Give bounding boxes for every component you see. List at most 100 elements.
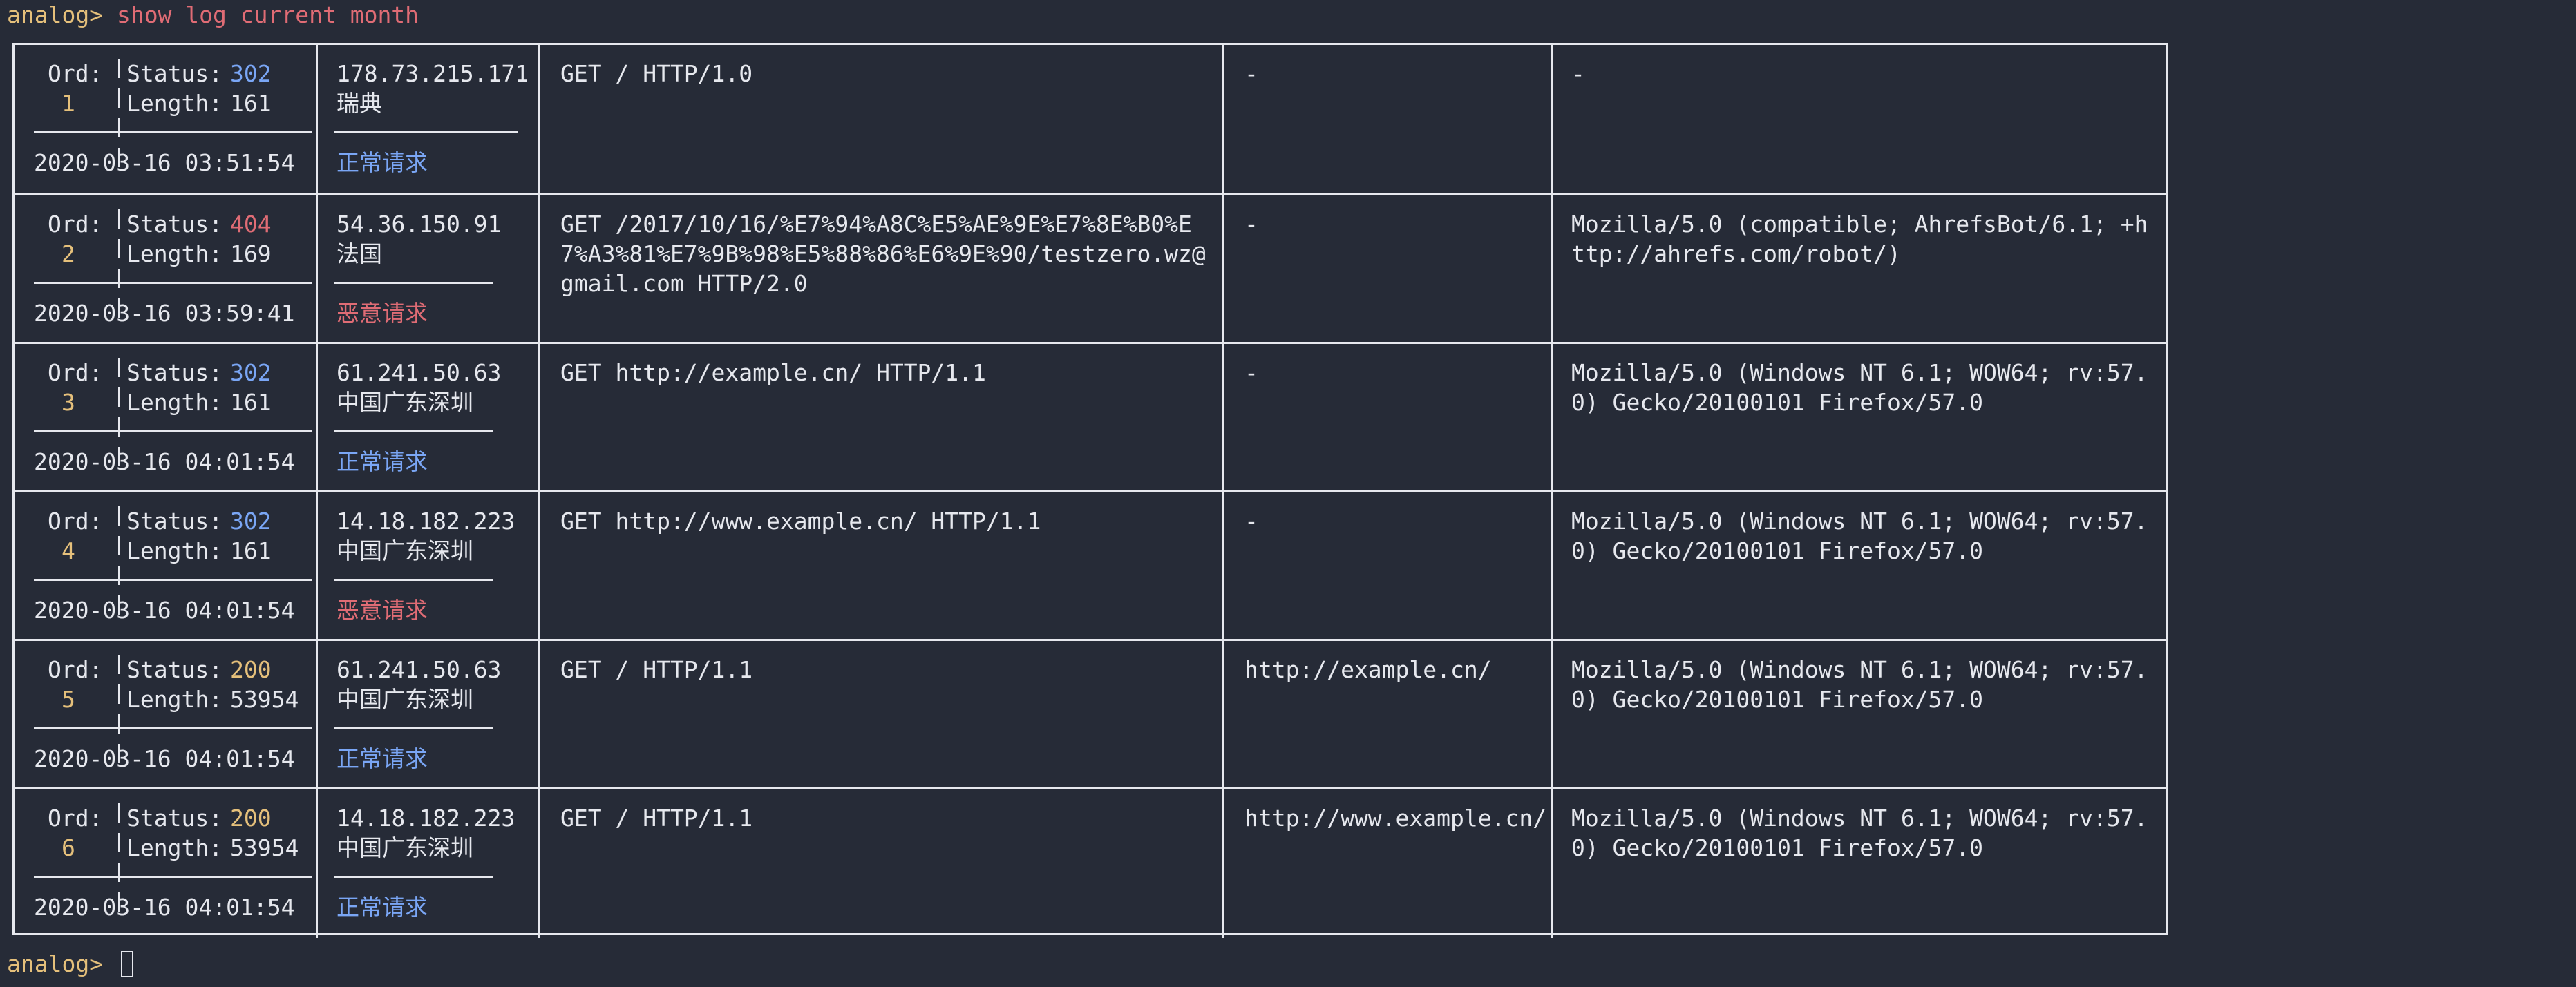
request-tag: 正常请求: [337, 149, 428, 176]
length-value: 53954: [230, 686, 299, 713]
column-divider: [316, 344, 318, 492]
length-label: Length:: [126, 686, 223, 713]
command-text: show log current month: [116, 1, 419, 28]
timestamp: 2020-03-16 04:01:54: [34, 894, 295, 921]
status-label: Status:: [126, 508, 223, 535]
geo-location: 法国: [337, 240, 382, 267]
column-divider: [538, 789, 540, 938]
referer: -: [1244, 211, 1258, 238]
user-agent: Mozilla/5.0 (Windows NT 6.1; WOW64; rv:5…: [1571, 805, 2148, 861]
ip-address: 61.241.50.63: [337, 359, 502, 386]
user-agent: Mozilla/5.0 (Windows NT 6.1; WOW64; rv:5…: [1571, 656, 2148, 713]
length-value: 169: [230, 240, 272, 267]
column-divider: [1222, 492, 1224, 641]
referer: -: [1244, 508, 1258, 535]
column-divider: [1551, 45, 1553, 193]
length-value: 53954: [230, 834, 299, 861]
timestamp: 2020-03-16 03:51:54: [34, 149, 295, 176]
column-divider: [1551, 344, 1553, 492]
geo-location: 中国广东深圳: [337, 834, 473, 861]
status-code: 302: [230, 359, 272, 386]
column-divider: [1222, 195, 1224, 344]
ord-value: 3: [61, 389, 75, 416]
request-line: GET http://www.example.cn/ HTTP/1.1: [560, 508, 1041, 535]
timestamp: 2020-03-16 04:01:54: [34, 448, 295, 475]
referer: -: [1244, 359, 1258, 386]
ord-divider: [118, 209, 120, 323]
column-divider: [538, 45, 540, 193]
status-label: Status:: [126, 656, 223, 683]
column-divider: [316, 641, 318, 789]
ord-value: 1: [61, 90, 75, 117]
user-agent: Mozilla/5.0 (Windows NT 6.1; WOW64; rv:5…: [1571, 359, 2148, 416]
request-tag: 正常请求: [337, 448, 428, 475]
prompt-label: analog>: [7, 950, 104, 977]
column-divider: [316, 195, 318, 344]
column-divider: [538, 344, 540, 492]
request-tag: 正常请求: [337, 894, 428, 921]
ord-label: Ord:: [48, 211, 103, 238]
command-line: analog> show log current month: [7, 0, 419, 30]
referer: http://example.cn/: [1244, 656, 1492, 683]
ip-address: 14.18.182.223: [337, 805, 515, 832]
length-label: Length:: [126, 90, 223, 117]
input-line[interactable]: analog>: [7, 949, 133, 979]
column-divider: [1551, 641, 1553, 789]
geo-location: 中国广东深圳: [337, 389, 473, 416]
column-divider: [1222, 641, 1224, 789]
ord-label: Ord:: [48, 359, 103, 386]
length-label: Length:: [126, 834, 223, 861]
ip-address: 61.241.50.63: [337, 656, 502, 683]
column-divider: [538, 641, 540, 789]
length-value: 161: [230, 537, 272, 564]
column-divider: [1222, 45, 1224, 193]
column-divider: [316, 789, 318, 938]
text-cursor[interactable]: [120, 951, 133, 977]
ord-label: Ord:: [48, 805, 103, 832]
ip-underline: [334, 876, 493, 878]
ord-divider: [118, 803, 120, 917]
ip-address: 14.18.182.223: [337, 508, 515, 535]
request-tag: 正常请求: [337, 745, 428, 772]
column-divider: [1222, 789, 1224, 938]
ip-address: 54.36.150.91: [337, 211, 502, 238]
ip-underline: [334, 579, 493, 581]
status-label: Status:: [126, 359, 223, 386]
request-line: GET / HTTP/1.0: [560, 60, 753, 87]
ord-underline: [34, 282, 312, 284]
column-divider: [1222, 344, 1224, 492]
user-agent: Mozilla/5.0 (compatible; AhrefsBot/6.1; …: [1571, 211, 2148, 267]
status-code: 404: [230, 211, 272, 238]
ord-underline: [34, 727, 312, 729]
ord-divider: [118, 655, 120, 769]
referer: -: [1244, 60, 1258, 87]
ord-divider: [118, 59, 120, 173]
ord-divider: [118, 358, 120, 472]
user-agent: Mozilla/5.0 (Windows NT 6.1; WOW64; rv:5…: [1571, 508, 2148, 564]
ord-label: Ord:: [48, 508, 103, 535]
column-divider: [1551, 195, 1553, 344]
length-label: Length:: [126, 389, 223, 416]
user-agent: -: [1571, 60, 1585, 87]
ord-underline: [34, 430, 312, 432]
length-label: Length:: [126, 537, 223, 564]
status-code: 302: [230, 508, 272, 535]
request-line: GET http://example.cn/ HTTP/1.1: [560, 359, 986, 386]
length-label: Length:: [126, 240, 223, 267]
request-line: GET /2017/10/16/%E7%94%A8C%E5%AE%9E%E7%8…: [560, 211, 1206, 297]
request-tag: 恶意请求: [337, 597, 428, 624]
column-divider: [316, 45, 318, 193]
column-divider: [1551, 492, 1553, 641]
timestamp: 2020-03-16 04:01:54: [34, 745, 295, 772]
timestamp: 2020-03-16 03:59:41: [34, 300, 295, 327]
ord-underline: [34, 131, 312, 133]
geo-location: 中国广东深圳: [337, 686, 473, 713]
ord-value: 5: [61, 686, 75, 713]
geo-location: 瑞典: [337, 90, 382, 117]
length-value: 161: [230, 90, 272, 117]
ord-underline: [34, 579, 312, 581]
